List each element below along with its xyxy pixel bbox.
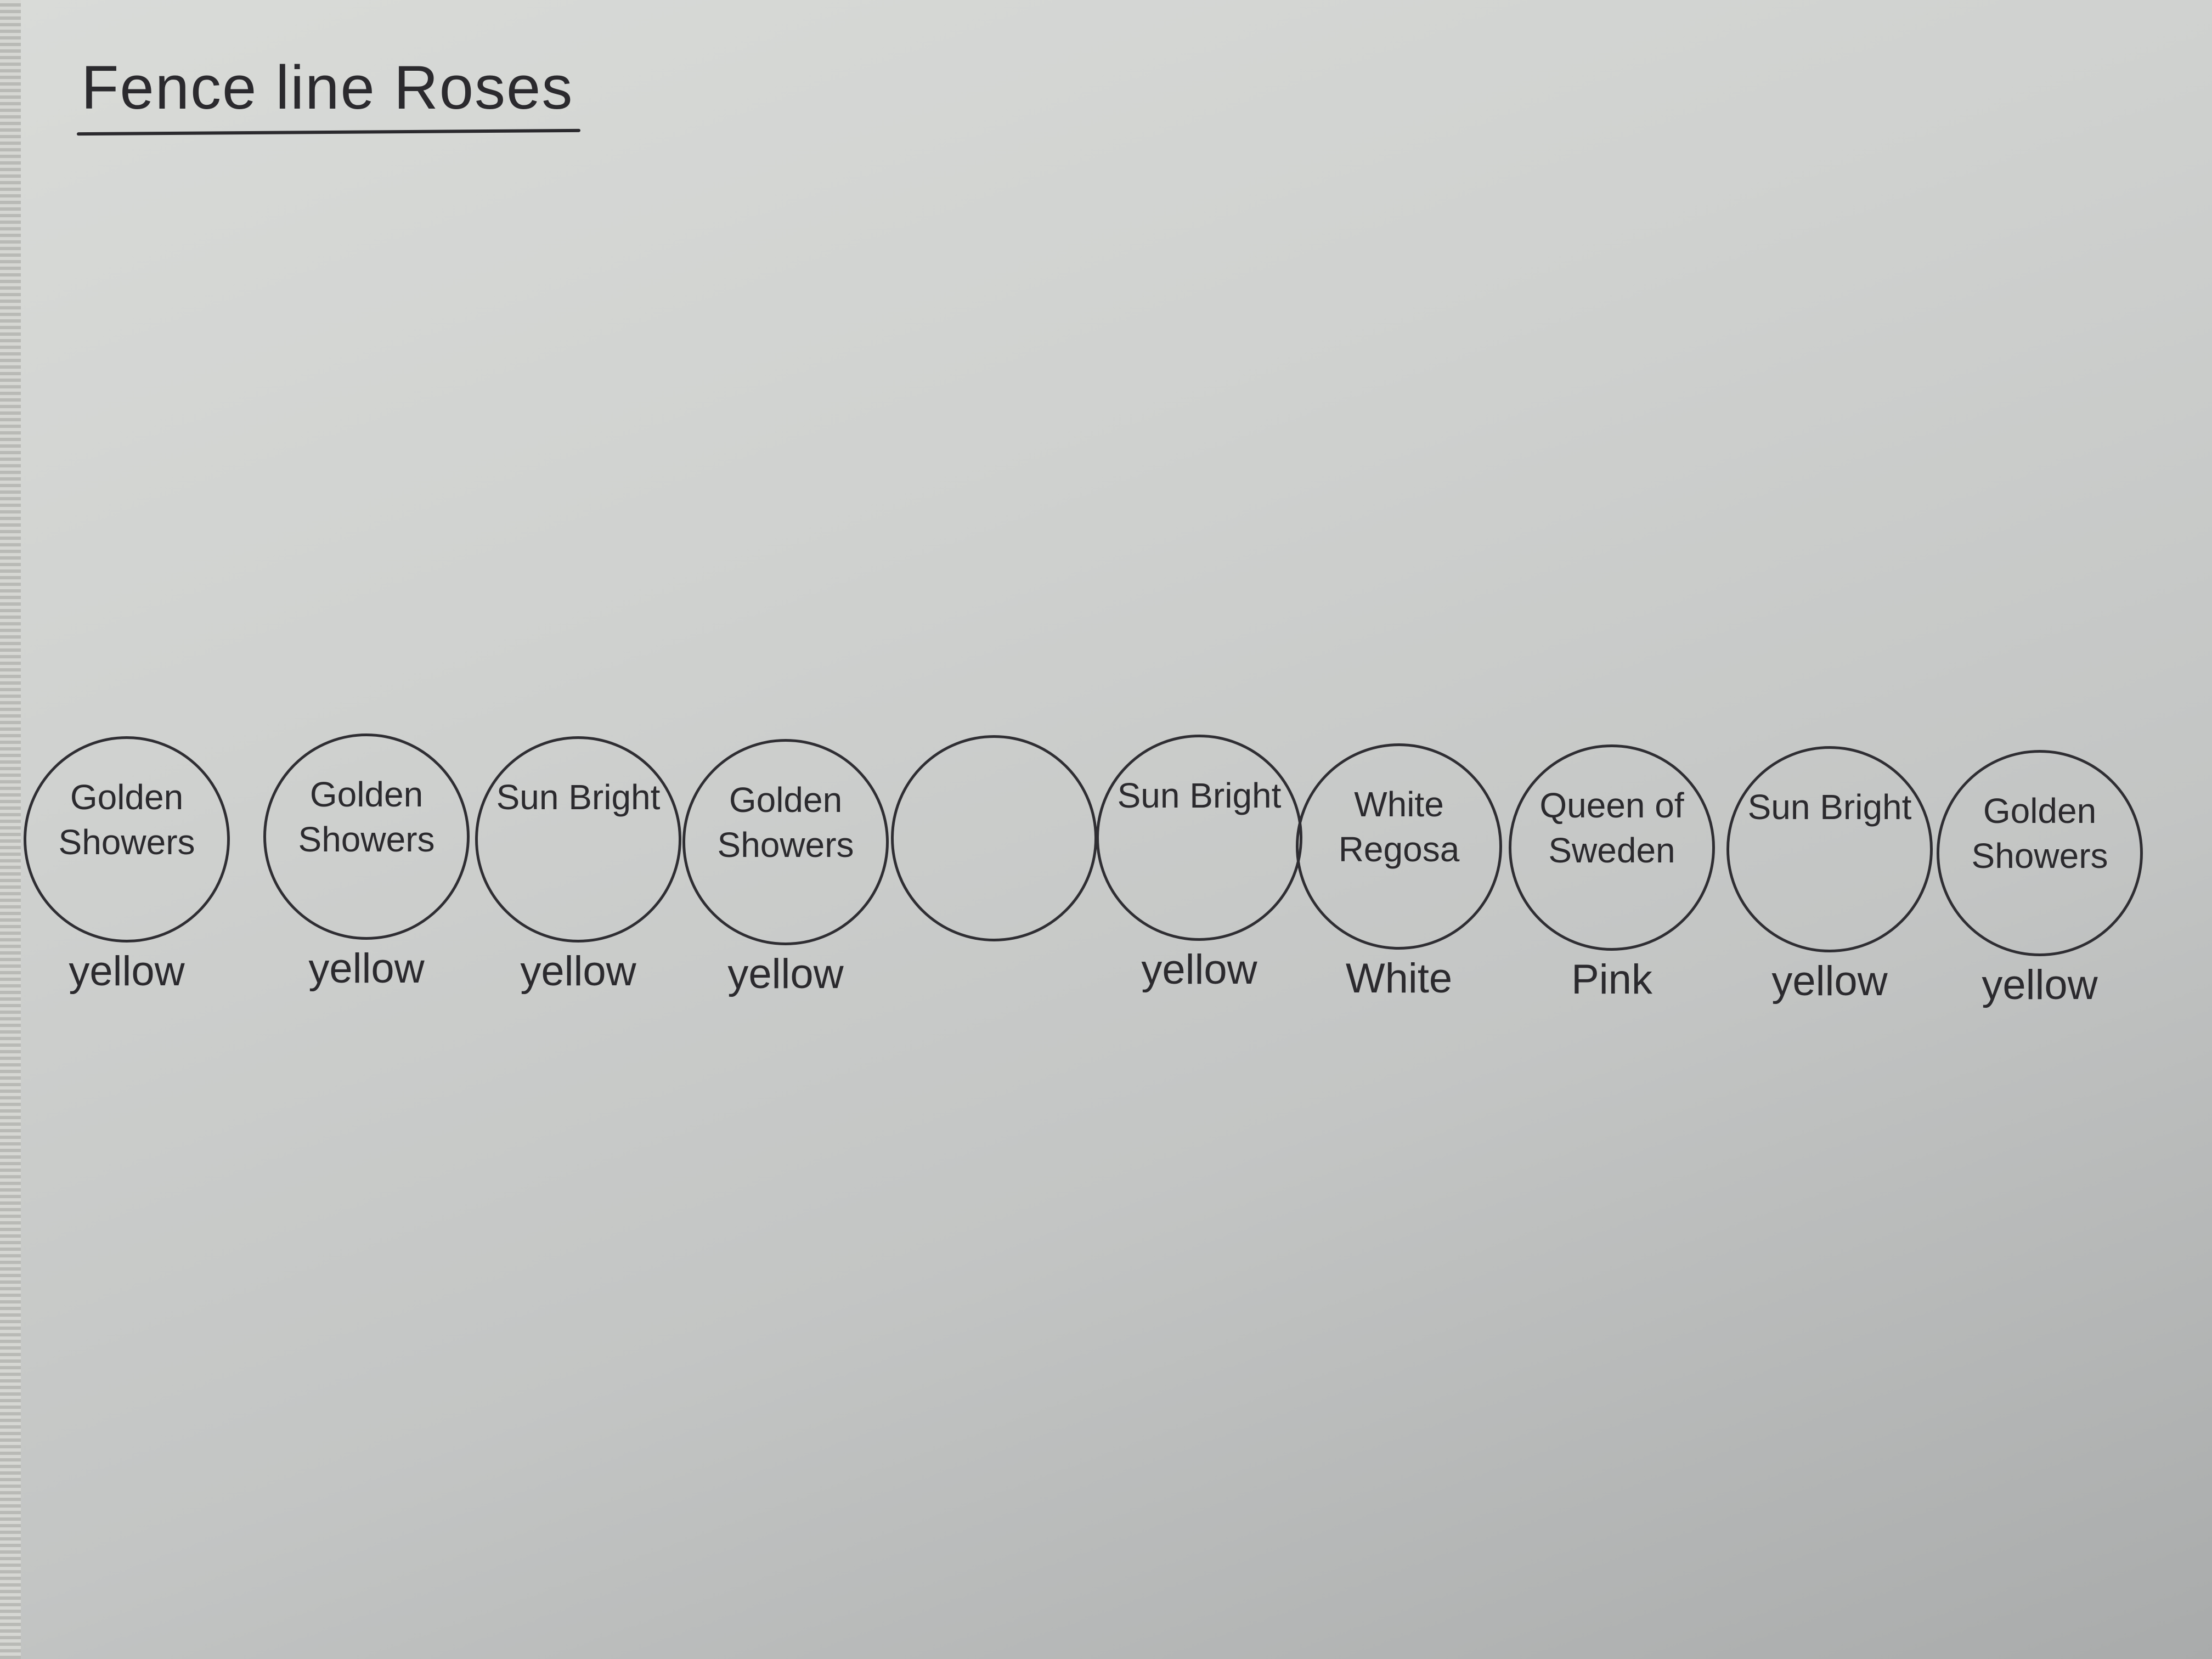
rose-plant — [891, 735, 1097, 941]
fabric-background — [0, 0, 21, 1659]
plant-name: Golden Showers — [58, 777, 195, 862]
plant-colour: Pink — [1571, 956, 1652, 1003]
rose-plant: Golden Showers yellow — [24, 736, 230, 995]
plant-colour: yellow — [69, 948, 185, 995]
plant-colour: yellow — [308, 945, 425, 992]
plant-circle — [1096, 735, 1302, 941]
rose-plant: Sun Bright yellow — [1726, 746, 1933, 1005]
rose-plant: Golden Showers yellow — [1937, 750, 2143, 1008]
plant-name: Golden Showers — [1971, 791, 2108, 876]
plant-circle — [263, 733, 470, 940]
plant-circle — [1509, 744, 1715, 951]
plant-name: White Regosa — [1338, 785, 1460, 869]
rose-plant: Sun Bright yellow — [475, 736, 681, 995]
plant-circle — [24, 736, 230, 943]
plant-name: Sun Bright — [1117, 776, 1282, 815]
plant-circle — [1937, 750, 2143, 956]
plant-colour: yellow — [727, 951, 844, 997]
plant-circle — [475, 736, 681, 943]
plant-circle — [1726, 746, 1933, 952]
plant-colour: yellow — [1141, 946, 1257, 993]
plant-name: Sun Bright — [1747, 787, 1912, 827]
plant-colour: yellow — [1771, 958, 1888, 1005]
plant-name: Sun Bright — [496, 777, 661, 817]
rose-plant: Sun Bright yellow — [1096, 735, 1302, 993]
page-title: Fence line Roses — [81, 53, 574, 122]
plant-circle — [1296, 743, 1502, 950]
plant-circle — [891, 735, 1097, 941]
rose-plant: Golden Showers yellow — [682, 739, 889, 997]
plant-colour: yellow — [520, 948, 636, 995]
plant-name: Golden Showers — [717, 780, 854, 865]
plant-name: Queen of Sweden — [1539, 786, 1684, 870]
plant-colour: White — [1345, 955, 1453, 1002]
plant-name: Golden Showers — [298, 775, 435, 859]
plant-colour: yellow — [1982, 962, 2098, 1008]
plant-circle — [682, 739, 889, 945]
title-underline — [76, 128, 581, 136]
rose-plant: Golden Showers yellow — [263, 733, 470, 992]
